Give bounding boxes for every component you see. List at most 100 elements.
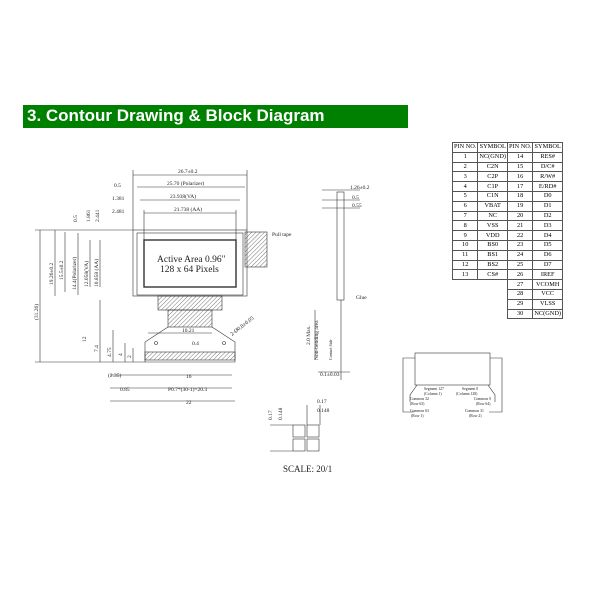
pin-cell: BS0 [477, 239, 508, 251]
pin-cell [478, 280, 508, 290]
pin-header-cell: SYMBOL [532, 142, 563, 153]
label: (Row 1) [411, 414, 424, 418]
pin-cell: VSS [477, 220, 508, 232]
dim-height-va: 12.058(VA) [83, 261, 90, 287]
pin-cell: CS# [477, 269, 508, 281]
pin-cell: 22 [506, 230, 534, 241]
dim-v: 0.5 [73, 215, 79, 222]
pin-header-cell: PIN NO. [506, 142, 534, 153]
dim-v: 1.861 [86, 209, 92, 222]
pin-cell: VDD [477, 230, 508, 241]
pin-cell: 27 [506, 279, 534, 290]
scale-label: SCALE: 20/1 [283, 464, 333, 474]
pin-cell: D2 [532, 210, 563, 222]
label: Common 32 [410, 397, 429, 401]
pin-cell: C1N [477, 190, 508, 202]
label: (Row 2) [469, 414, 482, 418]
pin-cell: 8 [451, 220, 479, 232]
fpc-lower [167, 309, 213, 328]
pin-cell: 23 [506, 239, 534, 251]
pin-cell: 3 [451, 171, 479, 183]
pin-header-cell: SYMBOL [477, 142, 508, 153]
label: (Row 64) [476, 402, 491, 406]
dim-width-aa: 21.738 (AA) [174, 206, 202, 213]
pin-cell: 12 [451, 259, 479, 271]
dim-hole: 2-Ø0.8±0.05 [230, 315, 256, 337]
dim: 22 [186, 400, 192, 406]
pin-cell: BS2 [477, 259, 508, 271]
side-view-glass [336, 191, 345, 301]
pin-cell: C2N [477, 161, 508, 173]
dim: 0.1±0.03 [320, 372, 340, 378]
dim: 0.17 [268, 410, 274, 420]
dim-offset: 2.481 [112, 209, 125, 215]
pin-cell: 11 [451, 249, 479, 261]
fpc-tail [144, 326, 236, 363]
pull-tape-label: Pull tape [272, 232, 292, 238]
dim: 0.55 [352, 203, 362, 209]
pin-cell: E/RD# [532, 181, 563, 192]
pin-cell: IREF [532, 269, 563, 281]
label: Common 63 [410, 409, 429, 413]
section-title: 3. Contour Drawing & Block Diagram [27, 106, 325, 125]
pin-cell [453, 299, 478, 309]
pin-cell: D7 [532, 259, 563, 271]
pixel [292, 424, 306, 438]
pin-cell [453, 309, 478, 319]
pin-cell: 18 [506, 190, 534, 202]
dim-width-total: 26.7±0.2 [178, 169, 198, 175]
label: Segment 127 [424, 387, 444, 391]
pin-cell: RES# [532, 151, 563, 163]
pin-cell: 6 [451, 200, 479, 212]
pin-cell: VBAT [477, 200, 508, 212]
pin-cell [478, 299, 508, 309]
pin-cell: 26 [506, 269, 534, 281]
dim-width-polarizer: 25.70 (Polarizer) [167, 180, 204, 187]
dim: 0.5 [352, 195, 359, 201]
pin-cell: 17 [506, 181, 534, 192]
section-header: 3. Contour Drawing & Block Diagram [23, 105, 408, 128]
pin-cell [453, 280, 478, 290]
dim-height-glass: 19.26±0.2 [49, 262, 55, 285]
label: (Row 63) [410, 402, 425, 406]
dim-height: 15.5±0.2 [59, 260, 65, 280]
pin-cell: 20 [506, 210, 534, 222]
pin-cell: BS1 [477, 249, 508, 261]
pixels-label: 128 x 64 Pixels [160, 265, 219, 275]
nonbending-label: Non-bending area [314, 320, 320, 360]
pin-cell: 21 [506, 220, 534, 232]
active-area-label: Active Area 0.96" [157, 255, 226, 265]
dim: 12 [82, 336, 88, 342]
pin-cell [478, 289, 508, 299]
pin-cell: R/W# [532, 171, 563, 183]
dim: 4 [118, 353, 124, 356]
pin-cell: 30 [506, 308, 534, 320]
pin-cell: D6 [532, 249, 563, 261]
pin-cell: 13 [451, 269, 479, 281]
pin-cell: 5 [451, 190, 479, 202]
pin-cell: NC(GND) [532, 308, 563, 320]
pin-cell: D/C# [532, 161, 563, 173]
viewing-area [136, 232, 244, 296]
pin-cell: VCC [532, 288, 563, 300]
label: (Column 1) [424, 392, 442, 396]
contact-side-label: Contact Side [328, 339, 333, 360]
pin-cell: 2 [451, 161, 479, 173]
pin-cell: VLSS [532, 298, 563, 310]
dim: 16 [186, 374, 192, 380]
pin-cell: 10 [451, 239, 479, 251]
dim: 0.148 [278, 407, 284, 420]
glue-label: Glue [356, 295, 367, 301]
pin-header-cell: PIN NO. [451, 142, 479, 153]
block-diagram-panel [414, 352, 491, 386]
